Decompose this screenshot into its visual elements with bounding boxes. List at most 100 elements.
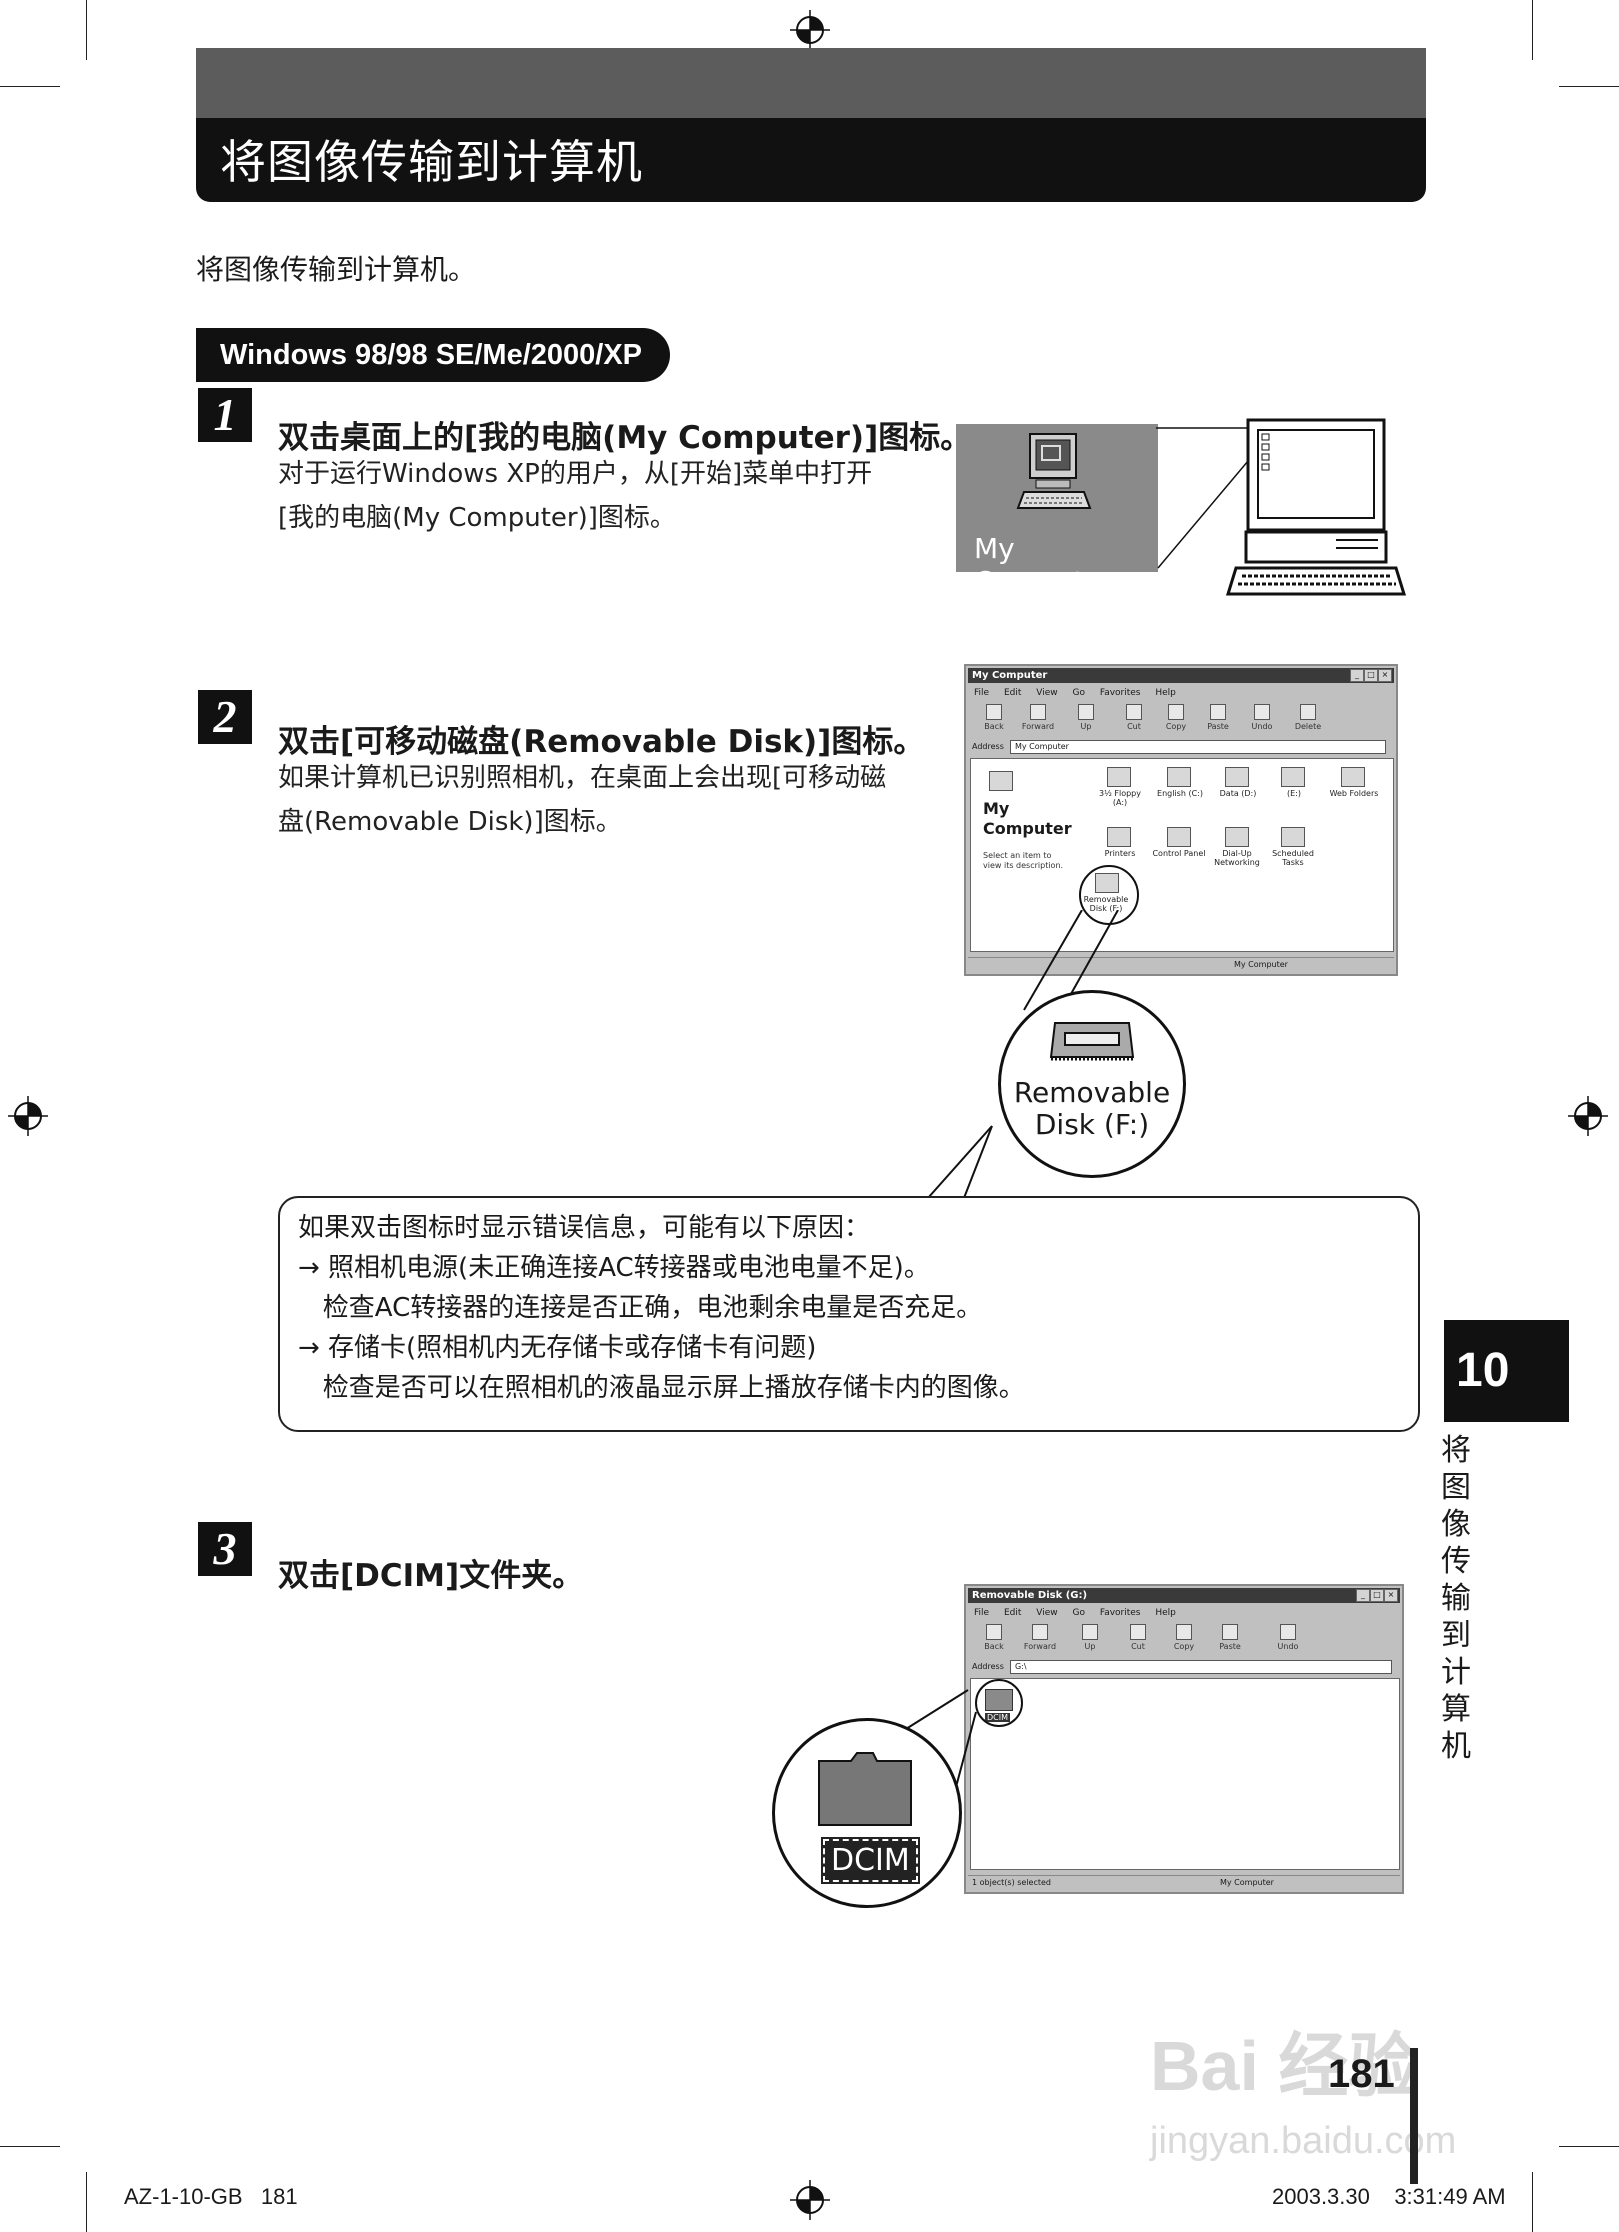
status-bar: My Computer [968, 957, 1394, 972]
crop-mark [0, 2146, 60, 2147]
menu-bar: File Edit View Go Favorites Help [974, 686, 1188, 700]
step-2-desc-line: 如果计算机已识别照相机，在桌面上会出现[可移动磁 [278, 763, 887, 793]
delete-x-icon [1300, 704, 1316, 720]
up-button[interactable]: Up [1070, 1624, 1110, 1656]
callout-line: → 存储卡(照相机内无存储卡或存储卡有问题) [298, 1333, 817, 1363]
close-button[interactable]: × [1384, 1589, 1398, 1602]
crop-mark [86, 0, 87, 60]
step-2-title: 双击[可移动磁盘(Removable Disk)]图标。 [278, 724, 925, 760]
address-label: Address [972, 1662, 1004, 1671]
up-folder-icon [1082, 1624, 1098, 1640]
watermark-url: jingyan.baidu.com [1150, 2120, 1457, 2162]
pc-illustration [1156, 418, 1406, 596]
dial-up-networking-icon[interactable] [1225, 827, 1249, 847]
window-title: Removable Disk (G:) [968, 1588, 1400, 1603]
callout-line: 如果双击图标时显示错误信息，可能有以下原因： [298, 1213, 871, 1243]
scheduled-tasks-icon[interactable] [1281, 827, 1305, 847]
address-field[interactable]: My Computer [1010, 740, 1386, 754]
my-computer-small-icon [989, 771, 1013, 791]
menu-edit[interactable]: Edit [1003, 688, 1022, 698]
maximize-button[interactable]: □ [1370, 1589, 1384, 1602]
menu-file[interactable]: File [974, 688, 990, 698]
maximize-button[interactable]: □ [1364, 669, 1378, 682]
hard-drive-icon[interactable] [1167, 767, 1191, 787]
address-field[interactable]: G:\ [1010, 1660, 1392, 1674]
icon-label: Dial-Up Networking [1214, 849, 1260, 867]
forward-arrow-icon [1032, 1624, 1048, 1640]
icon-label: Data (D:) [1219, 789, 1257, 798]
cut-button[interactable]: Cut [1118, 1624, 1158, 1656]
menu-bar: File Edit View Go Favorites Help [974, 1606, 1188, 1620]
menu-favorites[interactable]: Favorites [1099, 1608, 1141, 1618]
step-3-number: 3 [198, 1522, 252, 1576]
paste-button[interactable]: Paste [1210, 1624, 1250, 1656]
paste-icon [1210, 704, 1226, 720]
step-1-desc: 对于运行Windows XP的用户，从[开始]菜单中打开 [我的电脑(My Co… [278, 452, 872, 540]
status-bar: 1 object(s) selected My Computer [968, 1875, 1400, 1890]
menu-help[interactable]: Help [1155, 1608, 1176, 1618]
callout-line: 检查是否可以在照相机的液晶显示屏上播放存储卡内的图像。 [298, 1373, 1025, 1403]
crop-mark [1559, 86, 1619, 87]
hard-drive-icon[interactable] [1225, 767, 1249, 787]
menu-go[interactable]: Go [1072, 1608, 1085, 1618]
footer-right: 2003.3.30 3:31:49 AM [1272, 2184, 1506, 2209]
menu-file[interactable]: File [974, 1608, 990, 1618]
undo-button[interactable]: Undo [1242, 704, 1282, 736]
scissors-icon [1130, 1624, 1146, 1640]
copy-button[interactable]: Copy [1164, 1624, 1204, 1656]
window-title: My Computer [968, 668, 1394, 683]
menu-view[interactable]: View [1036, 1608, 1058, 1618]
cut-button[interactable]: Cut [1114, 704, 1154, 736]
my-computer-icon[interactable] [1016, 430, 1096, 520]
control-panel-icon[interactable] [1167, 827, 1191, 847]
folder-icon[interactable] [815, 1751, 915, 1827]
forward-button[interactable]: Forward [1018, 704, 1058, 736]
back-button[interactable]: Back [974, 1624, 1014, 1656]
cd-drive-icon[interactable] [1281, 767, 1305, 787]
undo-button[interactable]: Undo [1268, 1624, 1308, 1656]
forward-arrow-icon [1030, 704, 1046, 720]
step-3-title: 双击[DCIM]文件夹。 [278, 1558, 584, 1594]
icon-label: Web Folders [1329, 789, 1379, 798]
footer-left: AZ-1-10-GB 181 [124, 2184, 298, 2209]
menu-help[interactable]: Help [1155, 688, 1176, 698]
registration-mark-icon [790, 10, 830, 50]
web-folders-icon[interactable] [1341, 767, 1365, 787]
back-arrow-icon [986, 704, 1002, 720]
close-button[interactable]: × [1378, 669, 1392, 682]
status-text: My Computer [1234, 960, 1288, 969]
crop-mark [1532, 0, 1533, 60]
copy-button[interactable]: Copy [1156, 704, 1196, 736]
printers-icon[interactable] [1107, 827, 1131, 847]
paste-button[interactable]: Paste [1198, 704, 1238, 736]
chapter-title-vertical: 将图像传输到计算机 [1441, 1433, 1471, 1764]
header-band-top [196, 48, 1426, 118]
step-2-number: 2 [198, 690, 252, 744]
menu-edit[interactable]: Edit [1003, 1608, 1022, 1618]
address-label: Address [972, 742, 1004, 751]
menu-go[interactable]: Go [1072, 688, 1085, 698]
crop-mark [86, 2172, 87, 2232]
back-button[interactable]: Back [974, 704, 1014, 736]
step-1-desc-line: [我的电脑(My Computer)]图标。 [278, 503, 676, 533]
error-callout: 如果双击图标时显示错误信息，可能有以下原因： → 照相机电源(未正确连接AC转接… [278, 1196, 1420, 1432]
removable-disk-icon[interactable] [1047, 1017, 1137, 1067]
menu-view[interactable]: View [1036, 688, 1058, 698]
registration-mark-icon [1568, 1096, 1608, 1136]
dcim-zoom-label: DCIM [821, 1837, 920, 1884]
page-number: 181 [1328, 2052, 1395, 2096]
minimize-button[interactable]: _ [1356, 1589, 1370, 1602]
menu-favorites[interactable]: Favorites [1099, 688, 1141, 698]
icon-label: Scheduled Tasks [1272, 849, 1314, 867]
page-title: 将图像传输到计算机 [220, 135, 643, 189]
highlight-circle [1079, 865, 1139, 925]
copy-icon [1168, 704, 1184, 720]
delete-button[interactable]: Delete [1288, 704, 1328, 736]
step-1-title: 双击桌面上的[我的电脑(My Computer)]图标。 [278, 420, 972, 456]
step-2-desc-line: 盘(Removable Disk)]图标。 [278, 807, 622, 837]
up-button[interactable]: Up [1066, 704, 1106, 736]
forward-button[interactable]: Forward [1020, 1624, 1060, 1656]
floppy-drive-icon[interactable] [1107, 767, 1131, 787]
minimize-button[interactable]: _ [1350, 669, 1364, 682]
